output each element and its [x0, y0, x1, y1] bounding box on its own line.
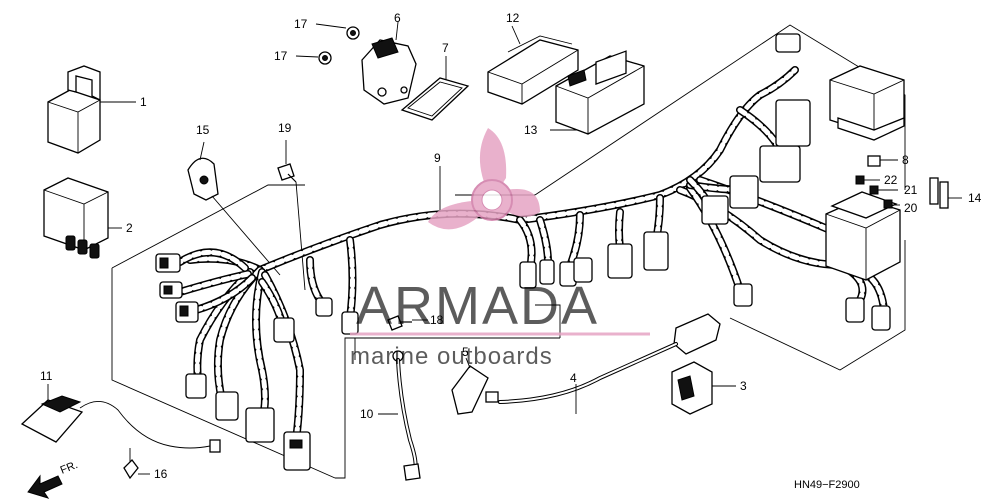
callout-18: 18: [430, 313, 444, 327]
part-15-harness-clip: [187, 141, 281, 276]
callout-12: 12: [506, 11, 520, 25]
part-21-fuse: [869, 185, 898, 195]
part-22-fuse: [855, 175, 880, 185]
callout-19: 19: [278, 121, 292, 135]
part-7-mounting-plate: [400, 56, 470, 121]
callout-17-upper: 17: [294, 17, 308, 31]
callout-4: 4: [570, 371, 577, 385]
fuse-box-cover: [829, 65, 905, 141]
part-17-nut-lower: [295, 51, 332, 65]
part-4-sensor-cable: [498, 313, 721, 414]
part-6-sensor-module: [361, 21, 417, 105]
callout-13: 13: [524, 123, 538, 137]
armada-watermark: ARMADA marine outboards: [350, 128, 650, 370]
watermark-word: ARMADA: [356, 276, 599, 336]
part-17-nut-upper: [315, 23, 360, 40]
front-direction-arrow: FR.: [27, 459, 80, 499]
watermark-tagline: marine outboards: [350, 343, 553, 370]
callout-1: 1: [140, 95, 147, 109]
part-18-bolt: [387, 315, 428, 331]
direction-label: FR.: [59, 459, 80, 477]
callout-9: 9: [434, 151, 441, 165]
part-11-tilt-sensor: [20, 384, 221, 453]
callout-5: 5: [462, 345, 469, 359]
callout-6: 6: [394, 11, 401, 25]
part-20-fuse: [883, 199, 900, 209]
callout-labels: 1 2 3 4 5 6 7 8 9 10 11 12 13 14 15 16 1…: [40, 11, 982, 481]
callout-22: 22: [884, 173, 898, 187]
harness-connectors: [155, 33, 891, 471]
part-3-connector-boot: [671, 361, 736, 415]
part-16-clip: [123, 448, 150, 480]
callout-17-lower: 17: [274, 49, 288, 63]
part-12-ecu-case: [487, 25, 579, 105]
callout-8: 8: [902, 153, 909, 167]
callout-3: 3: [740, 379, 747, 393]
callout-10: 10: [360, 407, 374, 421]
part-1-relay-cover: [47, 65, 136, 154]
callout-11: 11: [40, 369, 53, 383]
part-13-control-unit: [550, 50, 645, 135]
callout-20: 20: [904, 201, 918, 215]
callout-14: 14: [968, 191, 982, 205]
part-19-bolt: [277, 140, 306, 291]
diagram-reference-code: HN49−F2900: [794, 479, 860, 491]
callout-15: 15: [196, 123, 210, 137]
part-8-fuse: [867, 155, 898, 167]
propeller-logo: [428, 128, 540, 230]
callout-7: 7: [442, 41, 449, 55]
part-2-regulator-block: [43, 177, 122, 259]
callout-2: 2: [126, 221, 133, 235]
callout-21: 21: [904, 183, 918, 197]
part-14-fuse-puller: [929, 177, 962, 209]
callout-16: 16: [154, 467, 168, 481]
part-5-spark-plug-cap: [451, 357, 499, 415]
part-10-ground-cable: [378, 350, 421, 481]
fuse-box: [825, 191, 901, 281]
